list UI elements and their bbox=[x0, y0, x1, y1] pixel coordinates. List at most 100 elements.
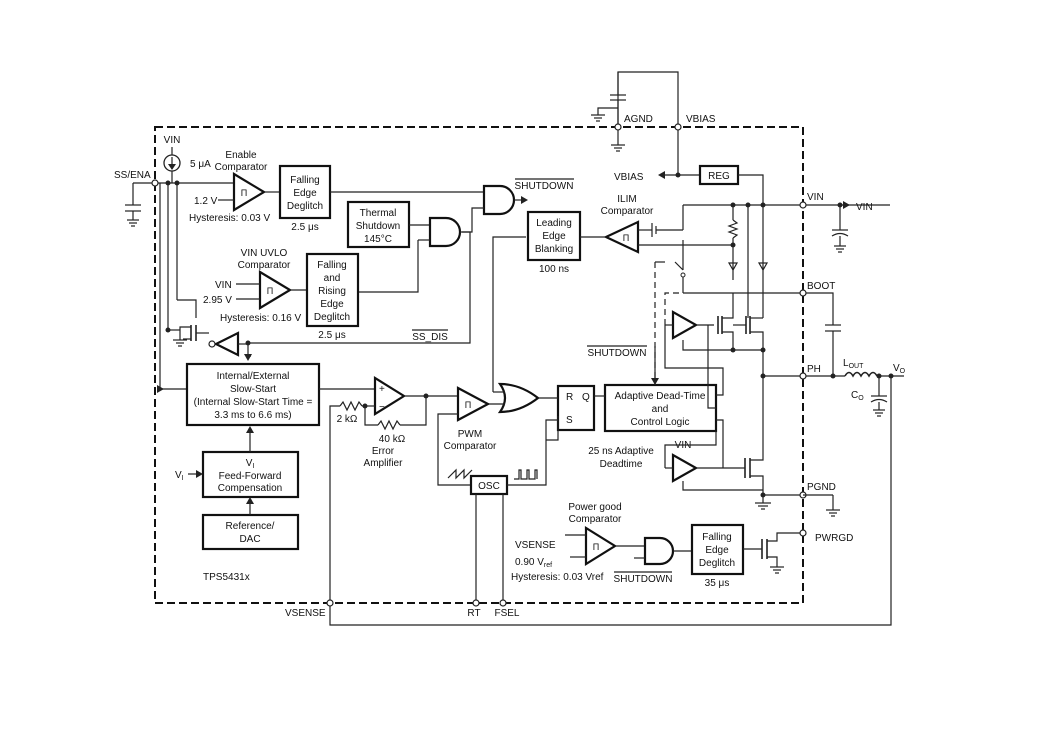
thermal-label-3: 145°C bbox=[364, 234, 392, 245]
ss-dis-buffer bbox=[213, 331, 240, 357]
shutdown-and-gate bbox=[482, 184, 516, 216]
ilim-label-1: ILIM bbox=[617, 194, 636, 205]
part-number-label: TPS5431x bbox=[203, 572, 250, 583]
ph-pin bbox=[799, 372, 807, 380]
ss-label-1: Internal/External bbox=[217, 371, 290, 382]
ref-label-2: DAC bbox=[239, 534, 260, 545]
enable-comparator bbox=[232, 172, 267, 212]
vin-pin-label: VIN bbox=[807, 192, 824, 203]
latch-s: S bbox=[566, 415, 573, 426]
leb-label-1: Leading bbox=[536, 218, 572, 229]
shutdown-top-label: SHUTDOWN bbox=[515, 181, 574, 192]
uvlo-comparator bbox=[258, 270, 293, 310]
vi-input-label: VI bbox=[175, 470, 184, 482]
deadtime-label-1: 25 ns Adaptive bbox=[588, 446, 654, 457]
leb-label-3: Blanking bbox=[535, 244, 573, 255]
adt-label-3: Control Logic bbox=[631, 417, 690, 428]
agnd-pin bbox=[614, 123, 622, 131]
vin-pin bbox=[799, 201, 807, 209]
pgnd-pin-label: PGND bbox=[807, 482, 836, 493]
leb-label-2: Edge bbox=[542, 231, 566, 242]
rs-latch bbox=[556, 384, 596, 432]
ss-discharge-fet bbox=[168, 325, 209, 347]
error-amplifier bbox=[373, 376, 407, 416]
or-gate bbox=[497, 382, 540, 414]
ss-label-3: (Internal Slow-Start Time = bbox=[194, 397, 313, 408]
boot-pin bbox=[799, 289, 807, 297]
co-label: CO bbox=[851, 390, 864, 402]
ea-label-1: Error bbox=[372, 446, 395, 457]
deadtime-label-2: Deadtime bbox=[600, 459, 643, 470]
latch-r: R bbox=[566, 392, 573, 403]
boot-pin-label: BOOT bbox=[807, 281, 835, 292]
latch-q: Q bbox=[582, 392, 590, 403]
fr-label-1: Falling bbox=[317, 260, 346, 271]
ea-label-2: Amplifier bbox=[364, 458, 404, 469]
fr-label-4: Edge bbox=[320, 299, 344, 310]
ea-plus: + bbox=[379, 384, 385, 395]
vsense-feedback-wire bbox=[329, 376, 892, 626]
leb-time: 100 ns bbox=[539, 264, 569, 275]
uvlo-vin-label: VIN bbox=[215, 280, 232, 291]
vin-rail bbox=[683, 204, 890, 253]
vbias-internal-label: VBIAS bbox=[614, 172, 644, 183]
low-side-driver bbox=[671, 453, 699, 483]
ilim-comparator bbox=[603, 220, 640, 254]
enable-comp-label-1: Enable bbox=[225, 150, 257, 161]
pg-hyst-label: Hysteresis: 0.03 Vref bbox=[511, 572, 604, 583]
uvlo-ref-label: 2.95 V bbox=[203, 295, 232, 306]
leading-edge-blanking bbox=[526, 210, 582, 262]
ff-label-1: VI bbox=[246, 458, 255, 470]
ref-label-1: Reference/ bbox=[226, 521, 275, 532]
high-side-mosfets bbox=[717, 293, 764, 376]
pg-fe-label-3: Deglitch bbox=[699, 558, 735, 569]
fr-time: 2.5 μs bbox=[318, 330, 345, 341]
high-side-driver bbox=[671, 310, 699, 340]
uvlo-hyst-label: Hysteresis: 0.16 V bbox=[220, 313, 301, 324]
ss-ena-pin-wiring bbox=[125, 182, 234, 390]
pwrgd-pin bbox=[799, 529, 807, 537]
low-side-mosfet bbox=[740, 450, 764, 495]
fsel-label: FSEL bbox=[494, 608, 519, 619]
adaptive-deadtime-block bbox=[603, 383, 718, 433]
falling-rising-deglitch bbox=[305, 252, 360, 328]
vsense-pin-label: VSENSE bbox=[285, 608, 326, 619]
enable-hysteresis-symbol: Π bbox=[241, 188, 248, 198]
vin-external-label: VIN bbox=[856, 202, 873, 213]
ss-dis-label: SS_DIS bbox=[412, 332, 448, 343]
thermal-label-1: Thermal bbox=[360, 208, 397, 219]
enable-comp-label-2: Comparator bbox=[215, 162, 268, 173]
power-good-comparator bbox=[584, 526, 618, 566]
enable-hyst-label: Hysteresis: 0.03 V bbox=[189, 213, 270, 224]
pwm-comparator bbox=[456, 386, 491, 422]
fe1-time: 2.5 μs bbox=[291, 222, 318, 233]
rt-label: RT bbox=[467, 608, 480, 619]
fe1-label-3: Deglitch bbox=[287, 201, 323, 212]
vbias-label: VBIAS bbox=[686, 114, 716, 125]
arrow-icon bbox=[727, 262, 739, 272]
reg-to-vin-wire bbox=[738, 174, 764, 205]
fe1-label-1: Falling bbox=[290, 175, 319, 186]
thermal-shutdown-block bbox=[346, 200, 411, 249]
reference-dac-block bbox=[201, 513, 300, 551]
power-good-and-gate bbox=[643, 536, 675, 566]
pg-fe-time: 35 μs bbox=[705, 578, 730, 589]
pwm-label-2: Comparator bbox=[444, 441, 497, 452]
thermal-and-gate bbox=[428, 216, 462, 248]
pg-fe-label-2: Edge bbox=[705, 545, 729, 556]
agnd-label: AGND bbox=[624, 114, 653, 125]
pg-label-1: Power good bbox=[568, 502, 621, 513]
ss-label-2: Slow-Start bbox=[230, 384, 276, 395]
pwrgd-open-drain-fet bbox=[761, 532, 800, 574]
uvlo-hysteresis-symbol: Π bbox=[267, 286, 274, 296]
rt-pin bbox=[472, 599, 480, 607]
uvlo-label-2: Comparator bbox=[238, 260, 291, 271]
vin-top-label: VIN bbox=[164, 135, 181, 146]
pg-fe-label-1: Falling bbox=[702, 532, 731, 543]
output-inductor bbox=[844, 371, 878, 378]
ss-ena-pin bbox=[151, 179, 159, 187]
ilim-sense-wiring bbox=[638, 205, 803, 294]
vbias-pin bbox=[674, 123, 682, 131]
adt-label-2: and bbox=[652, 404, 669, 415]
